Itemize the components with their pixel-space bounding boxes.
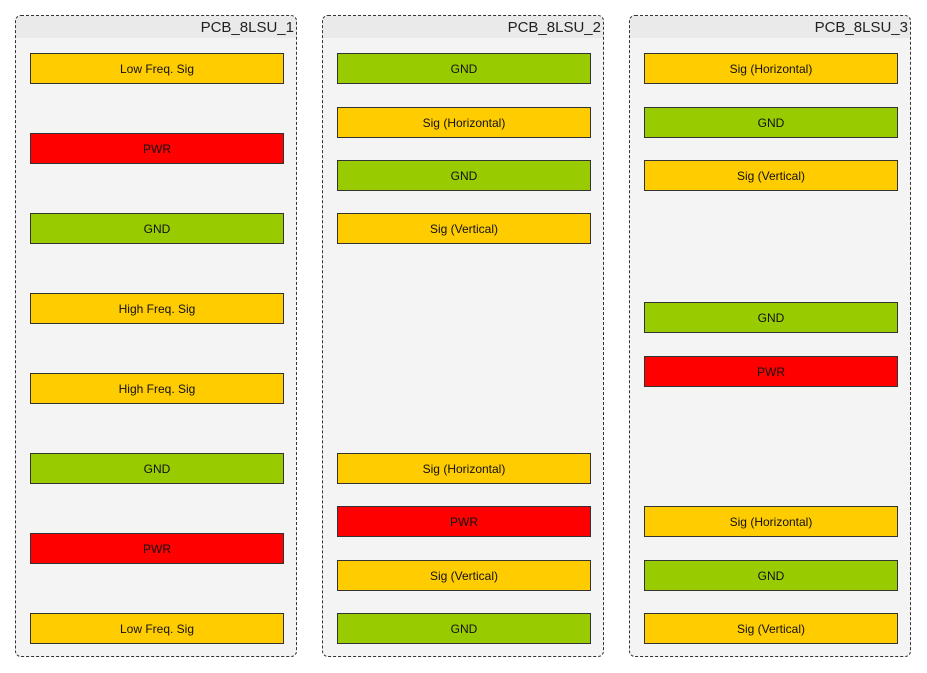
layer-box: High Freq. Sig [30, 293, 284, 324]
stackup-panel-1: PCB_8LSU_1 Low Freq. Sig PWR GND High Fr… [15, 15, 297, 657]
layer-label: Sig (Horizontal) [422, 461, 506, 476]
layer-label: GND [450, 61, 478, 76]
layer-box: Sig (Vertical) [337, 560, 591, 591]
layer-box: Sig (Vertical) [644, 613, 898, 644]
layer-label: Sig (Vertical) [429, 568, 499, 583]
layer-label: GND [143, 221, 171, 236]
layer-box: PWR [644, 356, 898, 387]
layer-box: Sig (Vertical) [644, 160, 898, 191]
layer-box: Sig (Horizontal) [644, 506, 898, 537]
layer-box: Low Freq. Sig [30, 53, 284, 84]
layer-box: PWR [30, 533, 284, 564]
layer-box: GND [30, 213, 284, 244]
layer-box: GND [644, 302, 898, 333]
layer-box: High Freq. Sig [30, 373, 284, 404]
layer-label: PWR [757, 364, 785, 379]
layer-box: Low Freq. Sig [30, 613, 284, 644]
layer-label: GND [757, 310, 785, 325]
layer-label: Low Freq. Sig [119, 621, 195, 636]
layer-label: GND [450, 621, 478, 636]
panel-title: PCB_8LSU_3 [814, 19, 908, 36]
layer-label: Sig (Vertical) [736, 621, 806, 636]
layer-label: Sig (Horizontal) [729, 61, 813, 76]
layer-label: High Freq. Sig [118, 301, 196, 316]
stackup-panel-3: PCB_8LSU_3 Sig (Horizontal) GND Sig (Ver… [629, 15, 911, 657]
layer-box: GND [644, 560, 898, 591]
layer-label: PWR [450, 514, 478, 529]
layer-box: GND [337, 613, 591, 644]
layer-label: GND [143, 461, 171, 476]
layer-label: High Freq. Sig [118, 381, 196, 396]
panel-header: PCB_8LSU_2 [323, 16, 603, 38]
layer-label: GND [450, 168, 478, 183]
layer-label: Sig (Vertical) [429, 221, 499, 236]
layer-label: Low Freq. Sig [119, 61, 195, 76]
panel-title: PCB_8LSU_2 [507, 19, 601, 36]
panel-header: PCB_8LSU_3 [630, 16, 910, 38]
layer-box: PWR [337, 506, 591, 537]
layer-label: PWR [143, 541, 171, 556]
layer-label: PWR [143, 141, 171, 156]
layer-box: Sig (Horizontal) [644, 53, 898, 84]
layer-label: GND [757, 568, 785, 583]
layer-box: Sig (Horizontal) [337, 453, 591, 484]
layer-label: Sig (Horizontal) [729, 514, 813, 529]
layer-label: GND [757, 115, 785, 130]
layer-box: Sig (Vertical) [337, 213, 591, 244]
layer-box: GND [30, 453, 284, 484]
panel-title: PCB_8LSU_1 [200, 19, 294, 36]
layer-box: Sig (Horizontal) [337, 107, 591, 138]
layer-label: Sig (Vertical) [736, 168, 806, 183]
layer-box: GND [337, 53, 591, 84]
layer-box: PWR [30, 133, 284, 164]
stackup-panel-2: PCB_8LSU_2 GND Sig (Horizontal) GND Sig … [322, 15, 604, 657]
layer-box: GND [644, 107, 898, 138]
panel-header: PCB_8LSU_1 [16, 16, 296, 38]
layer-box: GND [337, 160, 591, 191]
layer-label: Sig (Horizontal) [422, 115, 506, 130]
